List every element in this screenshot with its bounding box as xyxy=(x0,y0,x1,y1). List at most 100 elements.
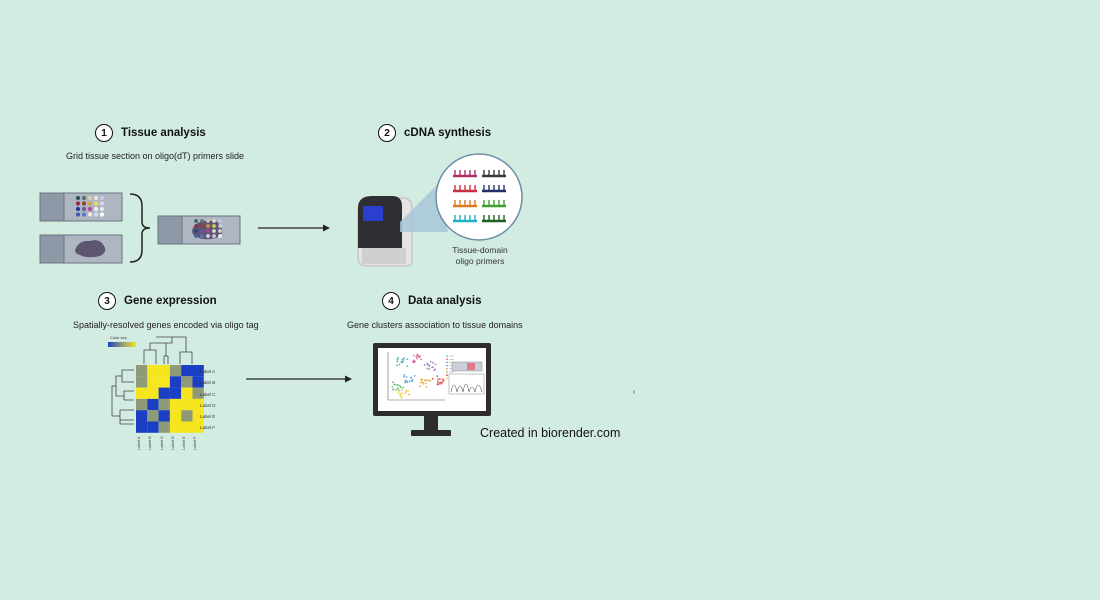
heatmap-cell xyxy=(136,398,148,411)
scatter-point xyxy=(405,376,408,378)
scatter-point xyxy=(396,364,398,367)
grid-slide xyxy=(39,192,123,222)
grid-dot xyxy=(218,234,222,238)
monitor-icon xyxy=(373,343,491,436)
scatter-point xyxy=(441,378,444,381)
heatmap-row-label: Label F xyxy=(200,425,216,431)
legend-dot xyxy=(446,358,448,361)
combined-slide xyxy=(157,215,241,245)
heatmap-col-label: Label A xyxy=(136,436,141,450)
heatmap-cell xyxy=(158,376,170,388)
grid-dot xyxy=(75,212,81,217)
scatter-point xyxy=(416,353,419,356)
scatter-point xyxy=(419,381,422,384)
heatmap-cell xyxy=(136,410,148,422)
scatter-point xyxy=(403,373,406,376)
scatter-point xyxy=(413,360,416,363)
heatmap-cell xyxy=(158,387,170,399)
grid-dot xyxy=(87,201,93,206)
heatmap-cell xyxy=(136,421,148,433)
grid-dot xyxy=(212,224,216,228)
scatter-point xyxy=(412,354,415,357)
heatmap-cell xyxy=(192,398,204,411)
grid-dot xyxy=(87,195,93,201)
scatter-point xyxy=(406,358,409,361)
grid-dot xyxy=(93,201,99,206)
scatter-point xyxy=(428,379,431,382)
step-1-title: Tissue analysis xyxy=(121,127,206,139)
heatmap-cell xyxy=(181,398,193,411)
heatmap-cell xyxy=(169,421,182,433)
scatter-point xyxy=(425,386,428,388)
heatmap-cell xyxy=(147,410,159,422)
scatter-point xyxy=(413,374,416,377)
step-3-number: 3 xyxy=(98,292,116,310)
scatter-point xyxy=(399,395,402,398)
scatter-point xyxy=(421,378,423,381)
tissue-slide xyxy=(39,234,123,264)
scatter-point xyxy=(397,357,400,359)
scatter-point xyxy=(421,381,424,384)
scatter-point xyxy=(437,380,439,383)
grid-dot xyxy=(81,195,87,201)
grid-dot xyxy=(212,229,216,233)
grid-dot xyxy=(87,206,93,212)
grid-dot xyxy=(194,229,198,233)
legend-dot xyxy=(446,377,448,380)
scatter-point xyxy=(424,382,427,385)
scatter-point xyxy=(438,378,441,380)
heatmap-cell xyxy=(181,410,193,422)
scatter-point xyxy=(408,380,411,383)
grid-dot xyxy=(206,219,210,223)
scatter-point xyxy=(391,386,394,388)
scatter-point xyxy=(412,360,414,363)
scatter-point xyxy=(396,358,399,361)
scatter-point xyxy=(407,393,410,396)
scatter-point xyxy=(426,363,429,366)
scatter-point xyxy=(436,375,439,378)
grid-dot xyxy=(81,201,87,206)
heatmap-col-label: Label B xyxy=(147,436,153,450)
heatmap-cell xyxy=(147,376,159,388)
heatmap-cell xyxy=(158,398,170,411)
legend-dot xyxy=(446,374,448,377)
grid-dot xyxy=(218,224,222,228)
legend-dot xyxy=(446,364,448,367)
scatter-point xyxy=(416,357,418,360)
heatmap-row-label: Label D xyxy=(200,402,216,408)
heatmap-row-label: Label B xyxy=(200,380,216,386)
heatmap-cell xyxy=(169,376,182,388)
heatmap-cell xyxy=(192,410,204,422)
heatmap-cell xyxy=(158,365,170,377)
heatmap-cell xyxy=(181,421,193,433)
scatter-point xyxy=(399,385,401,387)
heatmap-row-label: Label C xyxy=(200,391,216,397)
scatter-point xyxy=(423,364,426,367)
scatter-point xyxy=(396,387,399,390)
step-4-header: 4 Data analysis xyxy=(382,292,482,310)
grid-dot xyxy=(194,219,198,223)
grid-dot xyxy=(87,212,93,217)
grid-dot xyxy=(200,229,204,233)
step-4-number: 4 xyxy=(382,292,400,310)
heatmap-col-label: Label F xyxy=(192,436,198,450)
color-key-bar xyxy=(108,342,136,347)
scatter-point xyxy=(400,361,403,363)
grid-dot xyxy=(212,219,216,223)
heatmap-cell xyxy=(169,365,182,377)
scatter-point xyxy=(434,368,437,371)
grid-dot xyxy=(206,234,210,238)
heatmap-row-label: Label E xyxy=(200,414,216,420)
grid-dot xyxy=(200,224,204,228)
legend-dot xyxy=(446,367,448,370)
grid-dot xyxy=(93,195,99,201)
step-1-subtitle: Grid tissue section on oligo(dT) primers… xyxy=(66,151,245,161)
grid-dot xyxy=(194,224,198,228)
scatter-point xyxy=(438,382,441,384)
heatmap-cell xyxy=(192,421,204,433)
heatmap-cell xyxy=(192,376,204,388)
heatmap-col-label: Label D xyxy=(169,436,175,450)
grid-dot xyxy=(99,212,105,217)
scatter-point xyxy=(410,376,412,379)
